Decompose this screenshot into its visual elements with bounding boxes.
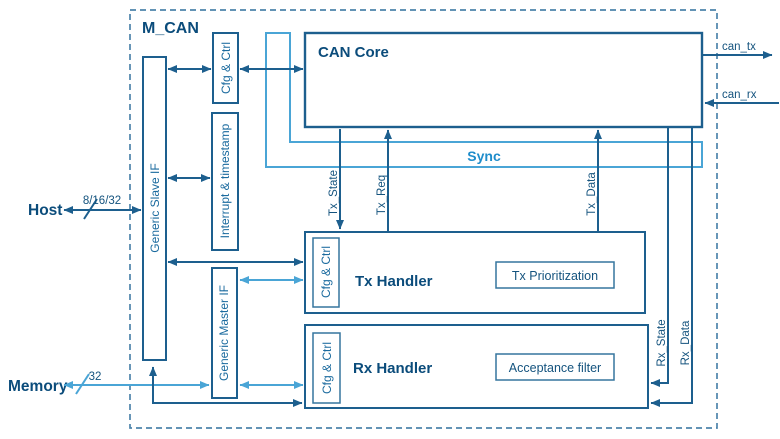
acceptance-filter-block: [495, 353, 615, 381]
mcan-module-boundary: [129, 9, 718, 429]
sync-label: Sync: [467, 148, 501, 164]
rx-state-line: [650, 127, 669, 387]
tx-req-label: Tx_Req: [376, 175, 388, 215]
cfg-ctrl-top-block: [212, 32, 239, 104]
generic-master-if-label: Generic Master IF: [217, 285, 231, 381]
acceptance-filter-label: Acceptance filter: [509, 361, 601, 375]
rx-state-label: Rx_State: [656, 319, 668, 366]
rx-handler-label: Rx Handler: [353, 360, 432, 377]
rx-data-label: Rx_Data: [680, 320, 692, 365]
host-bus-width-slash: [83, 198, 98, 220]
module-title: M_CAN: [142, 20, 199, 37]
can-rx-label: can_rx: [722, 89, 757, 101]
host-label: Host: [28, 202, 62, 219]
tx-prioritization-label: Tx Prioritization: [512, 269, 598, 283]
can-tx-label: can_tx: [722, 41, 756, 53]
tx-handler-cfg-ctrl-block: [312, 237, 340, 308]
memory-label: Memory: [8, 378, 68, 395]
can-core-block: [303, 31, 704, 129]
generic-slave-if-block: [142, 56, 167, 361]
memory-bus-width-label: 32: [89, 371, 102, 383]
tx-data-label: Tx_Data: [586, 172, 598, 216]
rx-data-line: [650, 127, 693, 407]
host-bus-width-label: 8/16/32: [83, 195, 121, 207]
memory-bus-width-slash: [75, 373, 90, 395]
can-core-label: CAN Core: [318, 44, 389, 61]
rx-handler-cfg-ctrl-label: Cfg & Ctrl: [320, 342, 334, 394]
tx-state-label: Tx_State: [328, 170, 340, 216]
interrupt-timestamp-label: Interrupt & timestamp: [218, 123, 232, 238]
generic-slave-if-label: Generic Slave IF: [148, 163, 162, 252]
tx-prioritization-block: [495, 261, 615, 289]
tx-handler-cfg-ctrl-label: Cfg & Ctrl: [319, 246, 333, 298]
slaveif-rxhandler-elbow-arrow: [149, 366, 303, 407]
rx-handler-cfg-ctrl-block: [312, 332, 341, 404]
interrupt-timestamp-block: [211, 112, 239, 251]
tx-handler-label: Tx Handler: [355, 273, 433, 290]
cfg-ctrl-top-label: Cfg & Ctrl: [219, 42, 233, 94]
sync-bus: [265, 32, 703, 168]
